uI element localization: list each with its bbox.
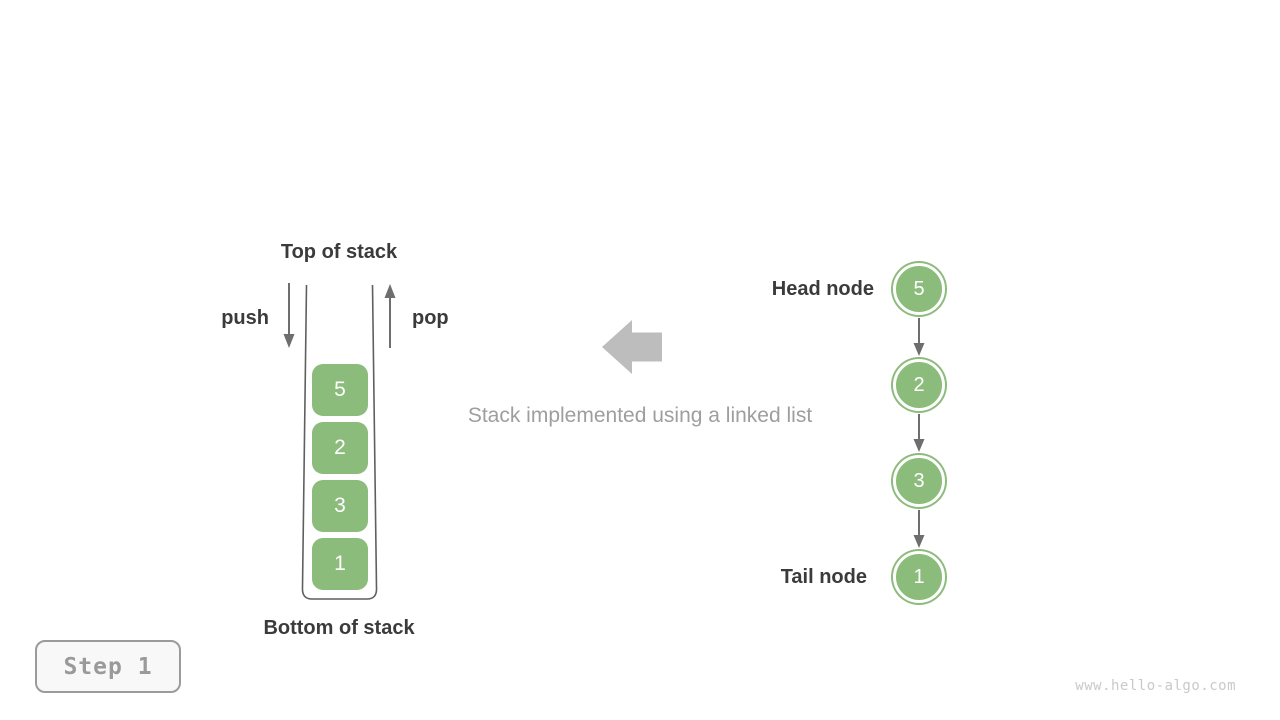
left-block-arrow-icon: [602, 320, 662, 374]
watermark-text: www.hello-algo.com: [1075, 678, 1236, 694]
stack-container-outline: [301, 284, 378, 600]
stack-block: 5: [312, 364, 368, 416]
pop-arrow-icon: [384, 284, 396, 348]
push-label: push: [221, 307, 269, 329]
linked-list-node: 1: [893, 551, 945, 603]
step-badge-label: Step 1: [63, 653, 153, 680]
top-of-stack-label: Top of stack: [280, 241, 398, 263]
tail-node-label: Tail node: [780, 566, 867, 588]
link-arrow-icon: [913, 510, 925, 548]
step-badge: Step 1: [35, 640, 181, 693]
caption-text: Stack implemented using a linked list: [467, 404, 813, 427]
linked-list-node: 5: [893, 263, 945, 315]
bottom-of-stack-label: Bottom of stack: [263, 617, 415, 639]
stack-block: 1: [312, 538, 368, 590]
stack-block: 2: [312, 422, 368, 474]
link-arrow-icon: [913, 414, 925, 452]
pop-label: pop: [412, 307, 449, 329]
push-arrow-icon: [283, 283, 295, 348]
linked-list-node: 2: [893, 359, 945, 411]
linked-list-node: 3: [893, 455, 945, 507]
head-node-label: Head node: [771, 278, 874, 300]
stack-block: 3: [312, 480, 368, 532]
link-arrow-icon: [913, 318, 925, 356]
